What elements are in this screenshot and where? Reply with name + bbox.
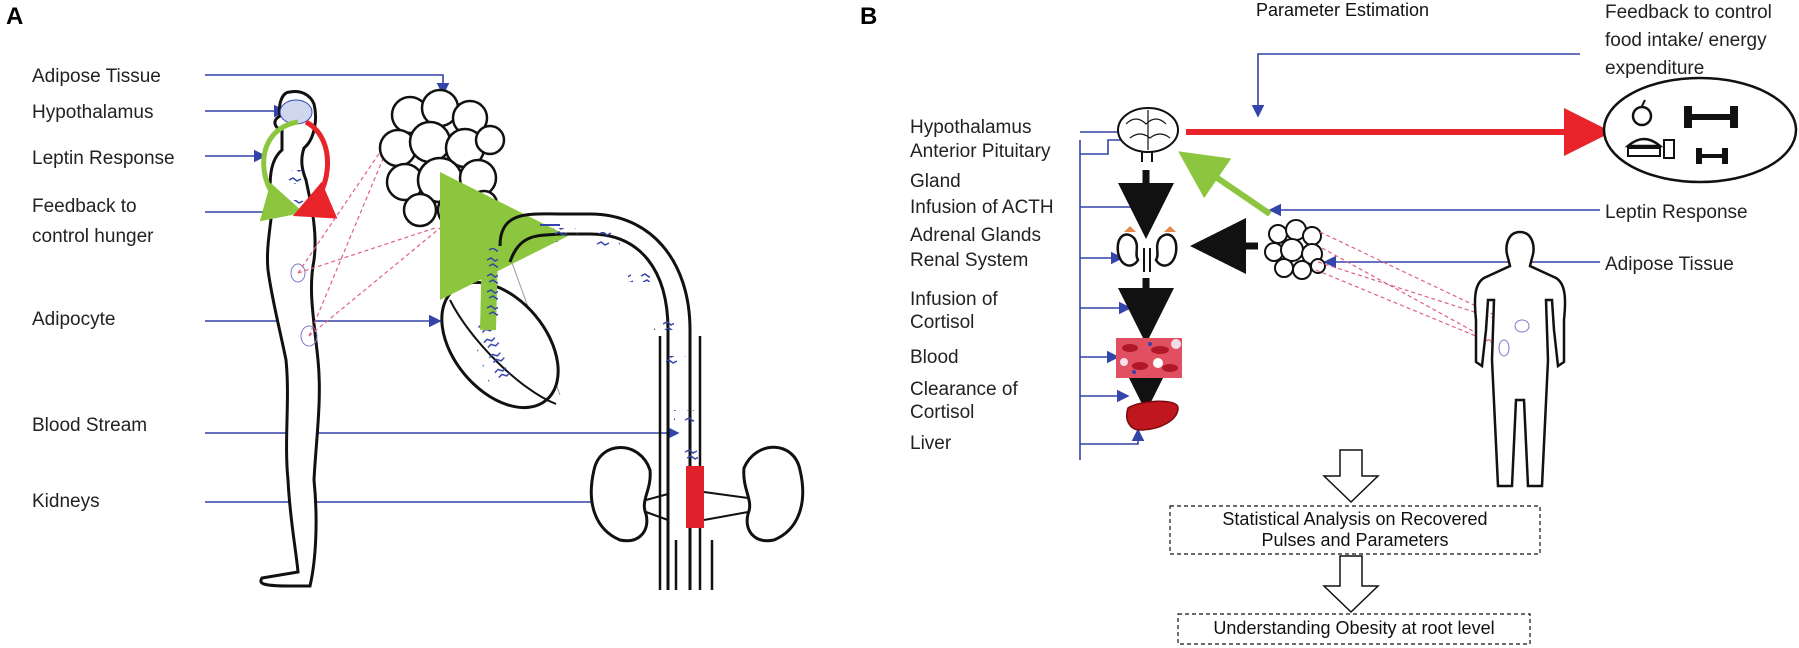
analysis-line-2: Pulses and Parameters	[1261, 530, 1448, 550]
label-feedback-1: Feedback to	[32, 196, 137, 217]
label-b-hypothalamus: Hypothalamus	[910, 117, 1031, 138]
label-blood-stream: Blood Stream	[32, 415, 147, 436]
leptin-green-arrow	[1178, 151, 1272, 217]
label-b-liver: Liver	[910, 433, 952, 454]
adrenal-kidney-icon	[1116, 226, 1178, 272]
analysis-box: Statistical Analysis on Recovered Pulses…	[1169, 505, 1541, 555]
analysis-line-1: Statistical Analysis on Recovered	[1222, 509, 1487, 529]
liver-icon	[1126, 400, 1179, 431]
burger-icon	[1624, 137, 1675, 159]
label-b-blood: Blood	[910, 347, 959, 368]
zoom-lines	[297, 129, 441, 337]
left-label-column: Hypothalamus Anterior Pituitary Gland In…	[910, 117, 1054, 454]
hollow-arrow-2	[1322, 555, 1380, 614]
label-b-adipose-tissue: Adipose Tissue	[1605, 254, 1734, 275]
brain-icon	[1117, 107, 1179, 162]
flow-arrows	[1118, 170, 1258, 412]
label-b-infusion-cortisol-2: Cortisol	[910, 312, 974, 333]
label-adipocyte: Adipocyte	[32, 309, 115, 330]
small-dumbbell-icon	[1696, 148, 1728, 164]
panel-a-label-arrows	[205, 74, 680, 509]
label-kidneys: Kidneys	[32, 491, 100, 512]
conclusion-box: Understanding Obesity at root level	[1177, 613, 1531, 645]
panel-b-letter: B	[860, 3, 877, 30]
label-b-infusion-acth: Infusion of ACTH	[910, 197, 1054, 218]
food-exercise-ellipse	[1602, 76, 1798, 184]
parameter-estimation-title: Parameter Estimation	[1256, 0, 1429, 20]
feedback-line-3: expenditure	[1605, 58, 1704, 79]
human-silhouette-icon	[1473, 230, 1567, 488]
label-adipose-tissue: Adipose Tissue	[32, 66, 161, 87]
kidney-icon	[589, 445, 805, 590]
conclusion-text: Understanding Obesity at root level	[1213, 618, 1494, 638]
fat-cluster-b-icon	[1264, 219, 1326, 280]
feedback-line-2: food intake/ energy	[1605, 30, 1767, 51]
label-b-infusion-cortisol-1: Infusion of	[910, 289, 998, 310]
label-leptin-response: Leptin Response	[32, 148, 175, 169]
label-b-leptin-response: Leptin Response	[1605, 202, 1748, 223]
fat-cluster-icon	[378, 88, 506, 229]
label-b-clearance-1: Clearance of	[910, 379, 1018, 400]
hollow-arrow-1	[1322, 449, 1380, 504]
label-b-renal-system: Renal System	[910, 250, 1028, 271]
label-hypothalamus: Hypothalamus	[32, 102, 153, 123]
adipocyte-bowl-icon	[440, 172, 568, 410]
label-b-adrenal-glands: Adrenal Glands	[910, 225, 1041, 246]
label-b-clearance-2: Cortisol	[910, 402, 974, 423]
label-feedback-2: control hunger	[32, 226, 154, 247]
label-b-anterior-pituitary: Anterior Pituitary	[910, 141, 1051, 162]
human-profile-icon	[259, 90, 338, 588]
feedback-line-1: Feedback to control	[1605, 2, 1772, 23]
blood-cells-icon	[1116, 338, 1182, 378]
blood-vessel-icon	[498, 212, 704, 590]
label-b-gland: Gland	[910, 171, 961, 192]
dumbbell-icon	[1684, 106, 1738, 128]
apple-icon	[1631, 99, 1653, 127]
panel-a-letter: A	[6, 3, 23, 30]
